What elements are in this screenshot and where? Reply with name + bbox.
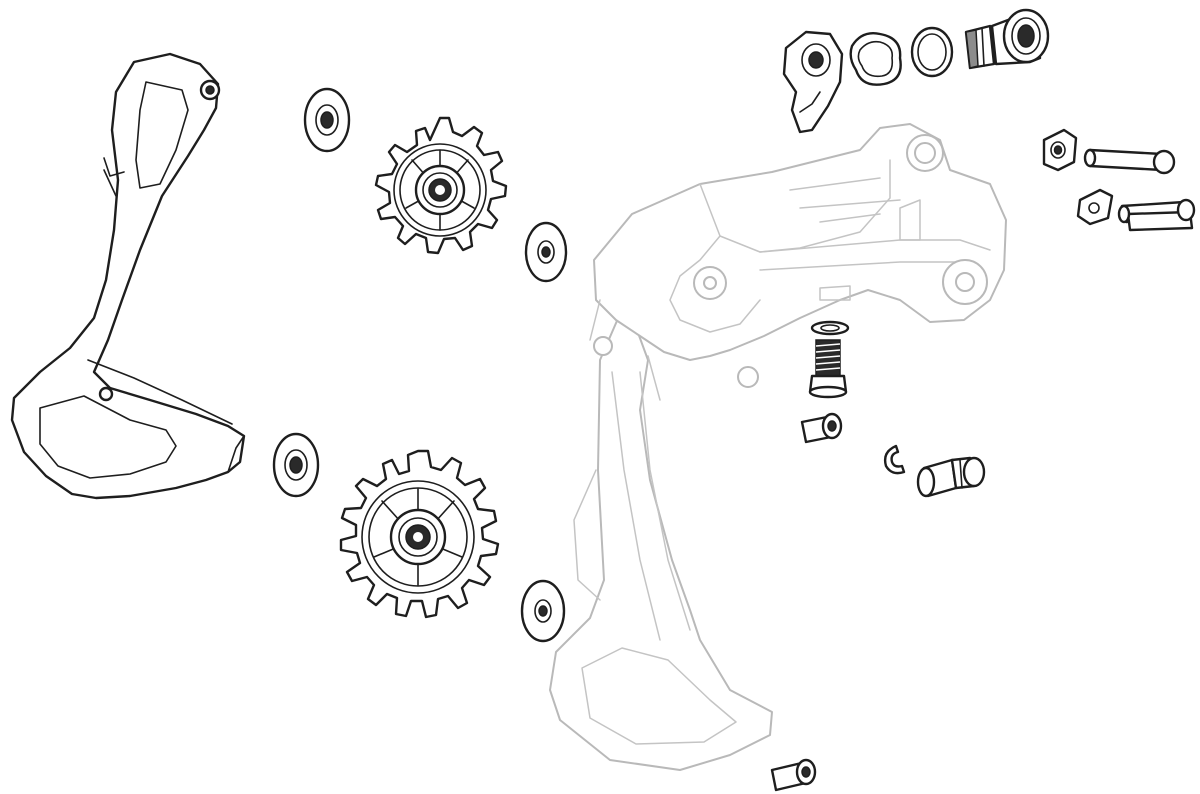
pulley-washer-upper-left <box>303 87 351 153</box>
derailleur-body <box>549 123 1007 771</box>
pulley-washer-lower-left <box>272 432 320 498</box>
mounting-sleeve <box>990 8 1050 66</box>
pulley-washer-lower-right <box>520 579 566 643</box>
washer-small <box>810 320 850 336</box>
pulley-washer-upper-right <box>524 221 568 283</box>
cage-stop-bushing <box>800 412 843 444</box>
b-knuckle-plate <box>782 30 844 134</box>
upper-pulley-wheel <box>374 116 508 255</box>
square-seal <box>849 32 902 86</box>
lower-pulley-wheel <box>339 449 500 619</box>
short-pins <box>1117 198 1196 232</box>
mounting-bushing <box>964 24 996 70</box>
e-clip <box>883 444 906 475</box>
link-plate <box>1076 188 1114 226</box>
inner-cage-plate <box>10 52 246 500</box>
bolt <box>808 339 848 399</box>
clamp-block <box>1042 128 1078 172</box>
long-pin <box>1083 148 1176 175</box>
o-ring <box>910 26 954 78</box>
pivot-axle <box>916 456 986 498</box>
bottom-bushing <box>770 758 817 792</box>
outer-cage-plate <box>549 299 773 771</box>
